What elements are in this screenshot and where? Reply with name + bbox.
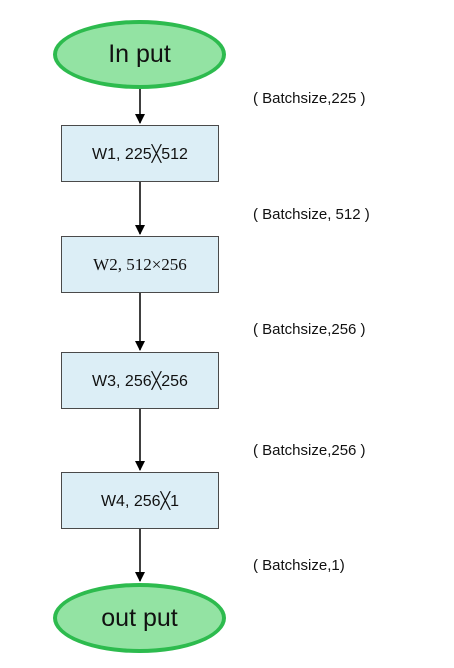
output-node: out put [53, 583, 226, 653]
edge-label-input-w1: ( Batchsize,225 ) [253, 90, 366, 107]
w2-layer-label: W2, 512×256 [93, 254, 187, 274]
input-node-label: In put [108, 40, 171, 68]
edge-label-w1-w2: ( Batchsize, 512 ) [253, 206, 370, 223]
edge-label-w2-w3: ( Batchsize,256 ) [253, 321, 366, 338]
w3-layer-box: W3, 256╳256 [61, 352, 219, 409]
w2-layer-box: W2, 512×256 [61, 236, 219, 293]
w3-layer-label: W3, 256╳256 [92, 372, 188, 390]
w1-layer-label: W1, 225╳512 [92, 145, 188, 163]
w1-layer-box: W1, 225╳512 [61, 125, 219, 182]
edge-label-w3-w4: ( Batchsize,256 ) [253, 442, 366, 459]
w4-layer-box: W4, 256╳1 [61, 472, 219, 529]
edge-label-w4-output: ( Batchsize,1) [253, 557, 345, 574]
output-node-label: out put [101, 603, 178, 632]
w4-layer-label: W4, 256╳1 [100, 492, 180, 510]
input-node: In put [53, 20, 226, 89]
